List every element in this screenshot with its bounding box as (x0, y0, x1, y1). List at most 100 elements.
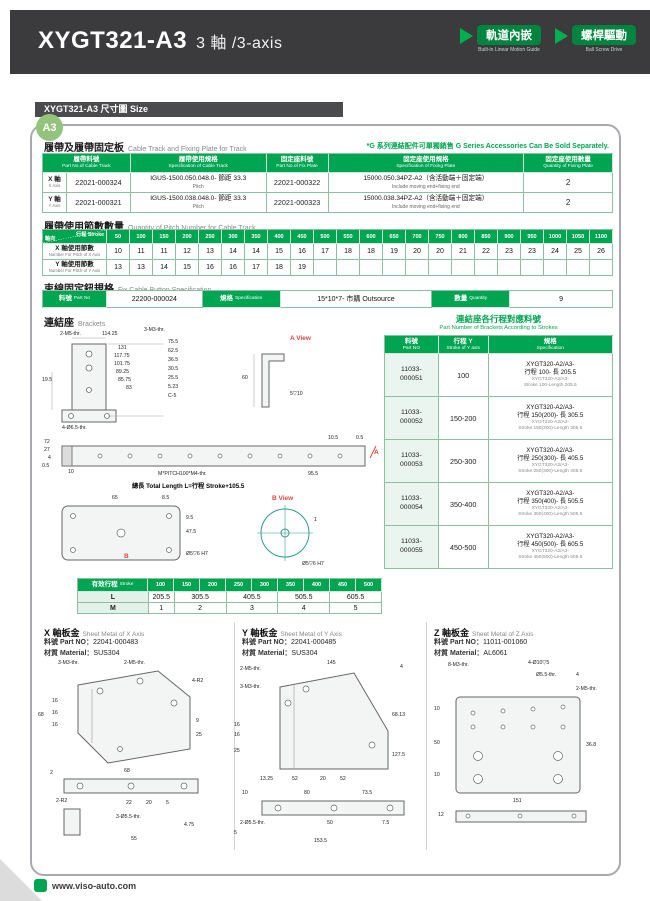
value-cell: 10 (107, 244, 130, 260)
title-en: Cable Track and Fixing Plate for Track (128, 146, 247, 153)
z-sheet-svg (455, 696, 587, 823)
stroke-header-cell: 350 (278, 579, 304, 592)
dim-label: 10 (434, 706, 440, 712)
stroke-cell: 100 (438, 354, 489, 397)
spec-cell: XYGT320-A2/A3- 行程 250(300)- 長 405.5 XYGT… (488, 440, 613, 483)
material-label: 材質 Material： (434, 650, 484, 657)
dim-label: 36.5 (168, 357, 179, 363)
z-sheet-part-no: 料號 Part NO：11011-001060 (434, 637, 527, 647)
value-cell: 2 (174, 603, 227, 614)
part-no-cell: 11033-000054 (385, 483, 439, 526)
spec-cell: 15*10*7- 市購 Outsource (280, 291, 433, 308)
stroke-header-cell: 900 (498, 230, 521, 244)
part-no-cell: 22021-000324 (66, 173, 131, 193)
dim-label: 95.5 (308, 471, 319, 477)
stroke-cell: 250-300 (438, 440, 489, 483)
value-cell: 22 (475, 244, 498, 260)
badge-label: 螺桿驅動 (572, 25, 636, 45)
table-row: 11033-000052 150-200 XYGT320-A2/A3- 行程 1… (385, 397, 613, 440)
dim-label: 2-M5-thr. (240, 666, 261, 672)
company-logo (34, 879, 47, 892)
dim-label: C-5 (168, 393, 177, 399)
x-sheet-material: 材質 Material：SUS304 (44, 648, 119, 658)
title-en: Brackets (78, 321, 106, 328)
value-cell: 16 (199, 260, 222, 276)
value-cell (498, 260, 521, 276)
bracket-drawing: 2-M5-thr. 114.25 3-M3-thr. 19.5 131 117.… (40, 327, 385, 574)
dim-label: 55 (131, 836, 137, 842)
arrow-icon (555, 28, 568, 44)
stroke-header-cell: 600 (360, 230, 383, 244)
section-bar: XYGT321-A3 尺寸圖 Size (35, 102, 343, 117)
dim-label: 4 (576, 672, 579, 678)
dim-label: 89.25 (116, 369, 129, 375)
stroke-header-cell: 350 (245, 230, 268, 244)
stroke-header-cell: 1000 (544, 230, 567, 244)
dim-label: 47.5 (186, 529, 197, 535)
value-cell (544, 260, 567, 276)
stroke-header-cell: 500 (356, 579, 382, 592)
feature-badge-screw: 螺桿驅動 Ball Screw Drive (555, 25, 636, 53)
value-cell: 4 (278, 603, 331, 614)
title-zh: 連結座各行程對應料號 (455, 314, 541, 324)
dim-label: Ø5.5-thr. (536, 672, 557, 678)
dim-label: 75.5 (168, 339, 179, 345)
stroke-header-cell: 300 (252, 579, 278, 592)
stroke-header-cell: 200 (200, 579, 226, 592)
dim-label: 68 (124, 768, 130, 774)
value-cell: 13 (130, 260, 153, 276)
dim-label: 50 (327, 820, 333, 826)
value-cell: 205.5 (148, 592, 175, 603)
table-row: 11033-000055 450-500 XYGT320-A2/A3- 行程 4… (385, 526, 613, 569)
l-row: L 205.5 305.5 405.5 505.5 605.5 (78, 592, 382, 603)
section-divider (234, 622, 235, 850)
value-cell: 16 (291, 244, 314, 260)
value-cell: 14 (222, 244, 245, 260)
pitch-table-title: 履帶使用節數數量Quantity of Pitch Number for Cab… (44, 217, 256, 235)
website-url[interactable]: www.viso-auto.com (52, 881, 137, 891)
stroke-header-cell: 50 (107, 230, 130, 244)
value-cell (383, 260, 406, 276)
fix-part-no-cell: 22021-000323 (266, 193, 329, 213)
y-sheet-part-no: 料號 Part NO：22041-000485 (242, 637, 336, 647)
title-zh: 履帶及履帶固定板 (44, 143, 124, 154)
section-divider (426, 622, 427, 850)
dim-label: 1 (314, 517, 317, 523)
value-cell (567, 260, 590, 276)
value-cell (406, 260, 429, 276)
table-row: 11033-000054 350-400 XYGT320-A2/A3- 行程 3… (385, 483, 613, 526)
part-value: 22041-000485 (291, 639, 337, 646)
dim-label: 2-Ø5.5-thr. (240, 820, 265, 826)
value-cell: 505.5 (278, 592, 331, 603)
dim-label: 4 (48, 455, 51, 461)
title-en: Sheet Metal of Z Axis (472, 631, 534, 638)
z-sheet-material: 材質 Material：AL6061 (434, 648, 508, 658)
part-no-cell: 11033-000051 (385, 354, 439, 397)
stroke-header-cell: 200 (176, 230, 199, 244)
dim-label: 27 (44, 447, 50, 453)
badge-sublabel: Built-in Linear Motion Guide (478, 47, 540, 53)
value-cell (360, 260, 383, 276)
dim-label: 12 (438, 812, 444, 818)
dim-label: 20 (320, 776, 326, 782)
stroke-header-cell: 500 (314, 230, 337, 244)
value-cell: 17 (314, 244, 337, 260)
model-number: XYGT321-A3 (38, 27, 188, 54)
dim-label: 25 (196, 732, 202, 738)
stroke-header-cell: 1100 (590, 230, 613, 244)
title-zh: X 軸板金 (44, 628, 80, 638)
stroke-cell: 450-500 (438, 526, 489, 569)
z-sheet-drawing: 8-M3-thr. 4-Ø10▽5 Ø5.5-thr. 2-M5-thr. 10… (428, 660, 614, 853)
